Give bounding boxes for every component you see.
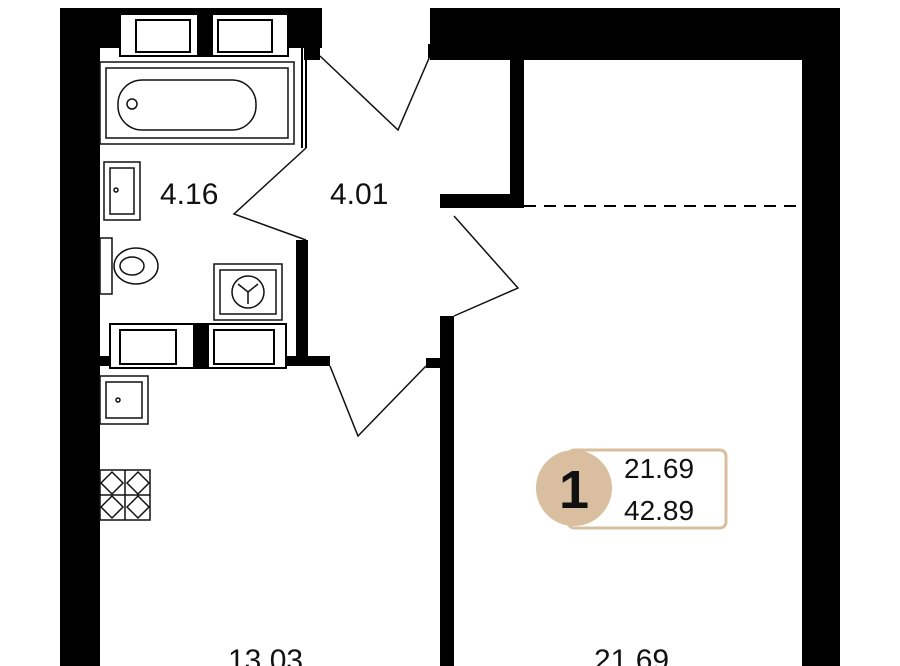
kitchen-sink-icon <box>99 375 149 425</box>
stove-icon <box>99 469 151 521</box>
wall-top-right <box>430 8 840 60</box>
door-entry <box>319 55 431 132</box>
door-kitchen <box>329 365 427 438</box>
bath-wall-right <box>301 48 307 148</box>
wall-bath-lower <box>296 240 308 364</box>
washing-machine-icon <box>213 263 283 321</box>
room-area-hall: 4.01 <box>330 178 388 211</box>
wall-living-inner <box>510 60 524 206</box>
toilet-icon <box>99 237 159 295</box>
sink-icon <box>103 161 141 221</box>
room-area-living: 21.69 <box>594 644 669 666</box>
wall-kitchen-living <box>440 316 454 666</box>
badge-circle <box>536 450 612 526</box>
wall-right <box>802 8 840 666</box>
room-area-bathroom: 4.16 <box>160 178 218 211</box>
wall-door-jamb-top <box>304 46 320 60</box>
door-bathroom <box>232 147 307 241</box>
wall-left <box>60 8 100 666</box>
room-area-kitchen: 13.03 <box>228 644 303 666</box>
doors <box>232 55 520 438</box>
badge-total-area: 42.89 <box>624 495 694 526</box>
badge-living-area: 21.69 <box>624 453 694 484</box>
door-living <box>453 215 520 317</box>
badge-rooms-count: 1 <box>559 460 589 520</box>
wall-door-jamb-top-right <box>428 44 440 58</box>
bathtub-icon <box>99 61 295 145</box>
apartment-badge: 1 21.69 42.89 <box>536 448 728 530</box>
window-top <box>119 13 289 57</box>
window-bath-bottom <box>109 323 287 369</box>
wall-kitchen-door-jamb <box>426 358 454 368</box>
wall-living-ledge <box>440 194 524 208</box>
